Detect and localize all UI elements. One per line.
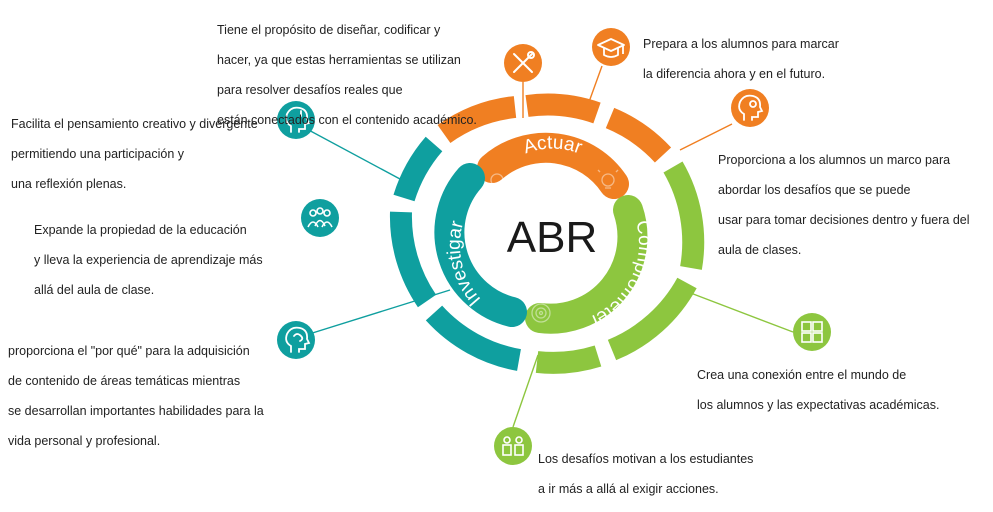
callout-text-group: Expande la propiedad de la educación y l…: [34, 223, 263, 297]
abr-diagram: ABR Actuar Comprometer Investigar: [277, 28, 831, 465]
phase-arc-investigar: [434, 163, 527, 327]
center-circle: [487, 171, 617, 301]
graduation-cap-icon: [592, 28, 630, 66]
callout-text-puzzle: Crea una conexión entre el mundo de los …: [697, 368, 940, 412]
outer-ring-green-1: [663, 161, 705, 270]
thinking-head-icon: [277, 101, 315, 139]
outer-ring-teal-3: [393, 136, 443, 202]
connector-line: [512, 354, 539, 428]
outer-ring-orange-2: [525, 93, 601, 124]
head-idea-icon: [731, 89, 769, 127]
group-icon: [301, 199, 339, 237]
phase-label-investigar: Investigar: [444, 218, 485, 310]
target-icon: [531, 303, 551, 323]
outer-ring-teal-1: [425, 305, 522, 371]
callout-text-people: Los desafíos motivan a los estudiantes a…: [538, 452, 754, 496]
tools-icon: [504, 44, 542, 82]
callout-text-brain-head: proporciona el "por qué" para la adquisi…: [8, 344, 264, 448]
phase-arc-comprometer: [525, 195, 648, 334]
connector-line: [687, 291, 794, 333]
callout-text-graduation: Prepara a los alumnos para marcar la dif…: [643, 37, 839, 81]
outer-ring-green-3: [535, 345, 602, 374]
callout-text-head-idea: Proporciona a los alumnos un marco para …: [718, 153, 970, 257]
brain-head-icon: [277, 321, 315, 359]
callout-text-tools: Tiene el propósito de diseñar, codificar…: [217, 23, 477, 127]
puzzle-icon: [793, 313, 831, 351]
outer-ring-teal-2: [389, 211, 437, 308]
connector-line: [679, 123, 733, 151]
callout-text-thinking-head: Facilita el pensamiento creativo y diver…: [11, 117, 258, 191]
outer-ring-orange-1: [437, 96, 517, 144]
phase-arc-actuar: [477, 132, 629, 199]
people-icon: [494, 427, 532, 465]
lightbulb-icon: [597, 169, 619, 189]
center-label: ABR: [507, 213, 597, 262]
outer-ring-green-2: [607, 277, 697, 361]
outer-ring-orange-3: [605, 107, 672, 163]
svg-text:Investigar: Investigar: [444, 218, 485, 310]
